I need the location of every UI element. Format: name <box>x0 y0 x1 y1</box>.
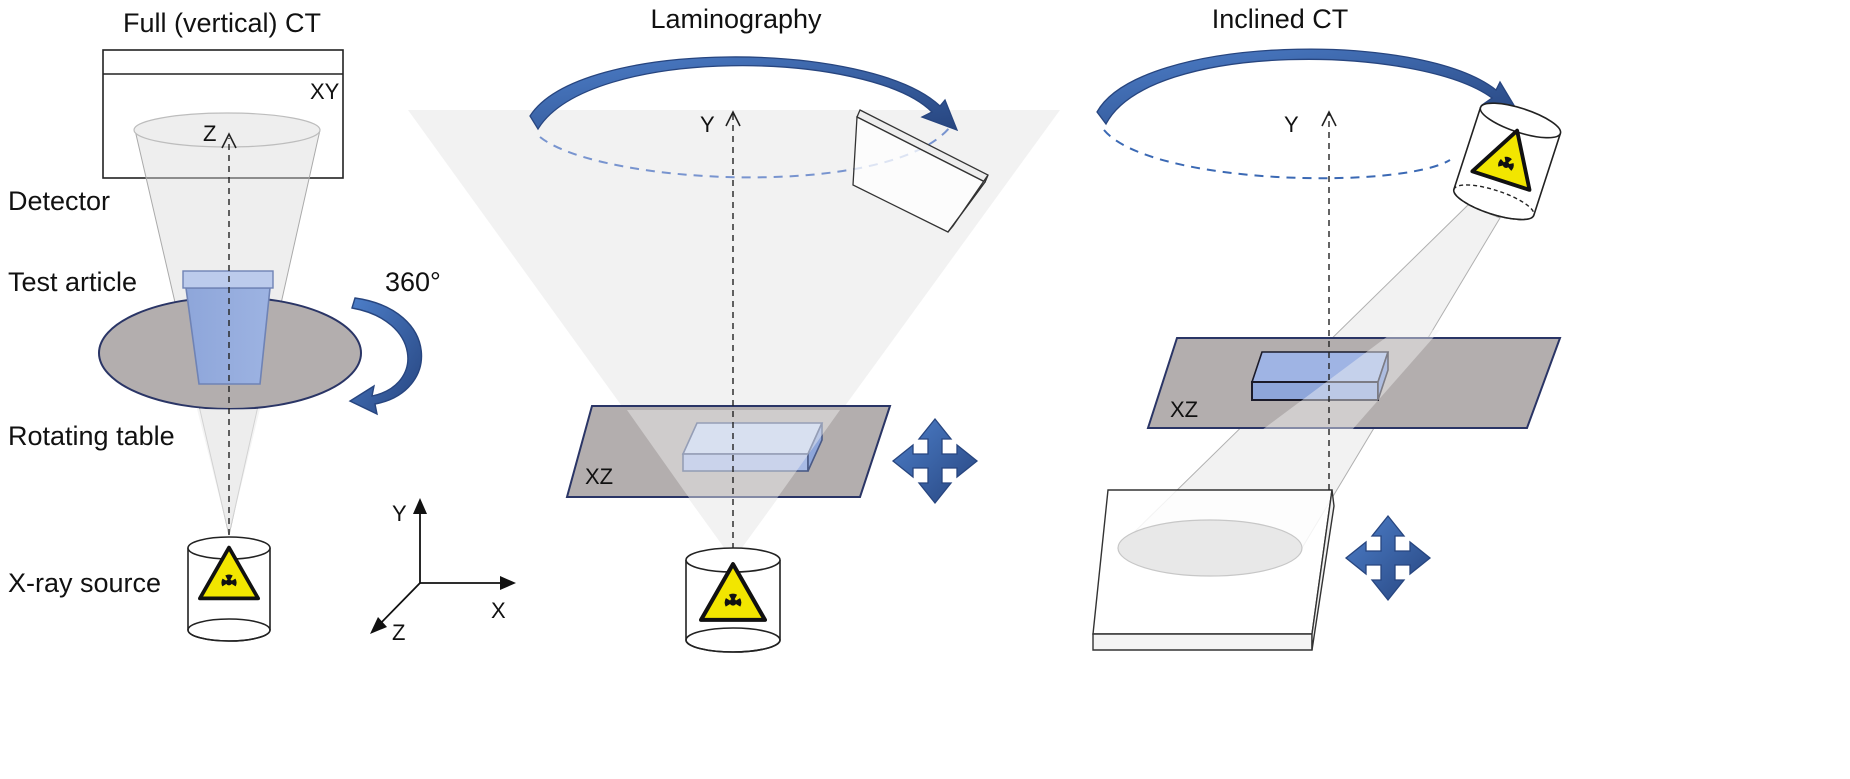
move-cross-arrow-icon <box>891 417 979 505</box>
inclined-test-article <box>1250 351 1390 401</box>
xray-source-label: X-ray source <box>8 568 161 598</box>
axis-label-z: Z <box>203 121 216 146</box>
laminography-test-article <box>681 422 824 472</box>
inclined-axis-arrowhead <box>1321 110 1337 127</box>
detector-plane-label: XY <box>310 79 340 104</box>
inclined-xray-source <box>1452 102 1562 221</box>
coordinate-axes: Y X Z <box>370 498 516 645</box>
xray-source <box>187 536 271 642</box>
rotation-degrees-label: 360° <box>385 267 441 297</box>
laminography-cone-lower <box>627 410 840 560</box>
detector-orbit <box>539 126 951 179</box>
panel-full-ct: Full (vertical) CT XY Z Detector Test ar… <box>8 8 441 642</box>
panel-title-inclined-ct: Inclined CT <box>1212 4 1349 34</box>
coord-axis-z: Z <box>392 620 405 645</box>
source-orbit <box>1103 129 1451 180</box>
inclined-plane-label: XZ <box>1170 397 1198 422</box>
move-cross-arrow-icon <box>1344 514 1432 602</box>
laminography-cone <box>408 110 1060 560</box>
rotation-arrow-icon <box>348 297 423 416</box>
inclined-axis-label: Y <box>1284 112 1299 137</box>
coord-axis-y: Y <box>392 501 407 526</box>
test-article-label: Test article <box>8 267 137 297</box>
inclined-detector <box>1092 489 1335 651</box>
xray-cone-lower <box>197 409 260 535</box>
laminography-plane-label: XZ <box>585 464 613 489</box>
axis-arrowhead <box>221 132 237 149</box>
orbit-arrow-icon <box>529 56 959 132</box>
detector-label: Detector <box>8 186 110 216</box>
test-article <box>182 270 274 385</box>
laminography-axis-label: Y <box>700 112 715 137</box>
panel-title-laminography: Laminography <box>650 4 822 34</box>
orbit-arrow-icon <box>1096 48 1520 126</box>
coord-axis-x: X <box>491 598 506 623</box>
laminography-xray-source <box>685 547 781 653</box>
beam-footprint <box>133 112 321 148</box>
panel-title-full-ct: Full (vertical) CT <box>123 8 321 38</box>
panel-laminography: Laminography XZ <box>408 4 1060 653</box>
laminography-axis-arrowhead <box>725 110 741 127</box>
inclined-cone-mid <box>1262 330 1440 430</box>
laminography-detector <box>852 109 989 233</box>
inclined-beam-footprint <box>1117 519 1303 577</box>
rotating-table-label: Rotating table <box>8 421 175 451</box>
panel-inclined-ct: Inclined CT XZ Y <box>1092 4 1562 651</box>
